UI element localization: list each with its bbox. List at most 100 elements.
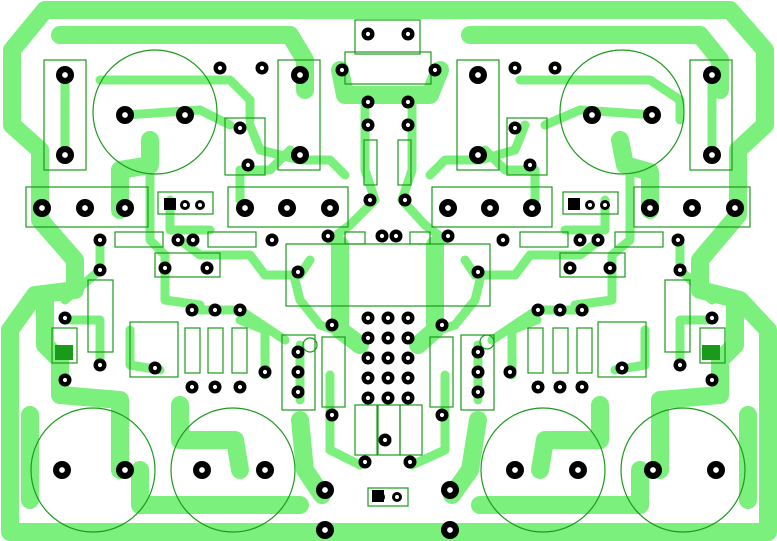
component-outline-3 [689, 59, 733, 171]
pad-medium-4-hole [365, 99, 371, 105]
pad-medium-11-hole [245, 162, 251, 168]
pad-medium-48-hole [237, 307, 243, 313]
copper-trace-major-12 [291, 411, 331, 504]
component-outline-23 [87, 279, 114, 353]
pad-large-11-hole [709, 152, 715, 158]
pad-medium-70-hole [405, 315, 411, 321]
copper-trace-signal-32 [60, 315, 105, 365]
pad-medium-45-hole [507, 369, 513, 375]
component-pads [33, 27, 744, 539]
pad-medium-5-hole [405, 99, 411, 105]
component-outline-21 [154, 252, 221, 278]
pad-medium-36-hole [62, 315, 68, 321]
pad-medium-39-hole [709, 377, 715, 383]
pad-medium-54-hole [237, 384, 243, 390]
pad-large-5-hole [297, 152, 303, 158]
capacitor-outline-0 [92, 49, 218, 175]
component-outline-20 [285, 243, 491, 307]
component-outline-1 [277, 59, 321, 171]
pad-medium-25-hole [675, 237, 681, 243]
pad-medium-83-hole [362, 459, 368, 465]
pad-medium-9-hole [552, 65, 558, 71]
pad-medium-30-hole [567, 265, 573, 271]
pad-large-6-hole [475, 72, 481, 78]
pad-medium-50-hole [557, 307, 563, 313]
component-outline-12 [157, 191, 214, 215]
pad-large-35-hole [447, 527, 453, 533]
pad-small-5-hole [603, 203, 607, 207]
capacitor-outline-1 [559, 49, 685, 175]
copper-trace-major-10 [131, 461, 309, 514]
pad-medium-42-hole [152, 365, 158, 371]
copper-trace-major-9 [651, 291, 744, 479]
pad-large-12-hole [39, 205, 45, 211]
pad-large-31-hole [713, 467, 719, 473]
pad-medium-7-hole [259, 65, 265, 71]
component-outline-38 [460, 334, 495, 411]
component-outline-25 [51, 327, 78, 364]
pad-medium-51-hole [579, 307, 585, 313]
copper-trace-signal-6 [145, 165, 205, 310]
capacitor-outline-5 [620, 407, 746, 533]
pad-medium-38-hole [62, 377, 68, 383]
component-outline-40 [397, 139, 412, 186]
pad-large-16-hole [284, 205, 290, 211]
pad-medium-79-hole [405, 375, 411, 381]
copper-trace-major-8 [36, 291, 129, 479]
copper-trace-signal-24 [235, 145, 295, 205]
pad-medium-24-hole [595, 237, 601, 243]
copper-trace-major-14 [331, 236, 369, 354]
pad-medium-1-hole [405, 31, 411, 37]
pad-small-2-hole [198, 203, 202, 207]
pad-medium-26-hole [367, 197, 373, 203]
pad-medium-87-hole [405, 122, 411, 128]
pad-medium-15-hole [175, 237, 181, 243]
component-outline-15 [207, 231, 257, 248]
pad-large-30-hole [650, 467, 656, 473]
capacitor-outline-3 [170, 407, 296, 533]
copper-trace-signal-0 [95, 75, 255, 125]
component-outline-26 [699, 327, 726, 364]
pad-medium-82-hole [405, 395, 411, 401]
component-outline-43 [399, 404, 423, 456]
pad-medium-66-hole [329, 412, 335, 418]
copper-trace-major-15 [409, 236, 444, 354]
pad-large-34-hole [447, 487, 453, 493]
pad-medium-75-hole [385, 355, 391, 361]
pad-medium-76-hole [405, 355, 411, 361]
pad-large-7-hole [475, 152, 481, 158]
component-outline-29 [184, 327, 201, 374]
pad-small-1-hole [183, 203, 187, 207]
pad-medium-60-hole [295, 389, 301, 395]
pad-large-3-hole [182, 112, 188, 118]
pad-small-7-hole [395, 495, 399, 499]
pad-medium-27-hole [402, 197, 408, 203]
pad-medium-63-hole [475, 389, 481, 395]
pad-medium-64-hole [329, 322, 335, 328]
component-outline-4 [354, 19, 421, 55]
pad-medium-44-hole [262, 369, 268, 375]
pad-large-18-hole [445, 205, 451, 211]
pad-large-17-hole [327, 205, 333, 211]
pad-large-27-hole [262, 467, 268, 473]
pad-medium-85-hole [382, 437, 388, 443]
pad-medium-3-hole [432, 67, 438, 73]
pad-medium-56-hole [557, 384, 563, 390]
component-outline-33 [552, 327, 569, 374]
pad-small-4-hole [588, 203, 592, 207]
copper-trace-signal-5 [540, 105, 660, 130]
copper-trace-major-5 [331, 61, 449, 104]
pad-medium-78-hole [385, 375, 391, 381]
pad-large-21-hole [647, 205, 653, 211]
pad-medium-65-hole [439, 322, 445, 328]
pad-large-32-hole [322, 487, 328, 493]
pad-large-1-hole [62, 152, 68, 158]
component-outline-22 [559, 252, 626, 278]
pad-medium-43-hole [619, 365, 625, 371]
pad-medium-61-hole [475, 349, 481, 355]
component-outline-36 [321, 336, 346, 408]
component-outline-16 [519, 231, 569, 248]
pad-medium-22-hole [500, 237, 506, 243]
pad-medium-29-hole [204, 265, 210, 271]
